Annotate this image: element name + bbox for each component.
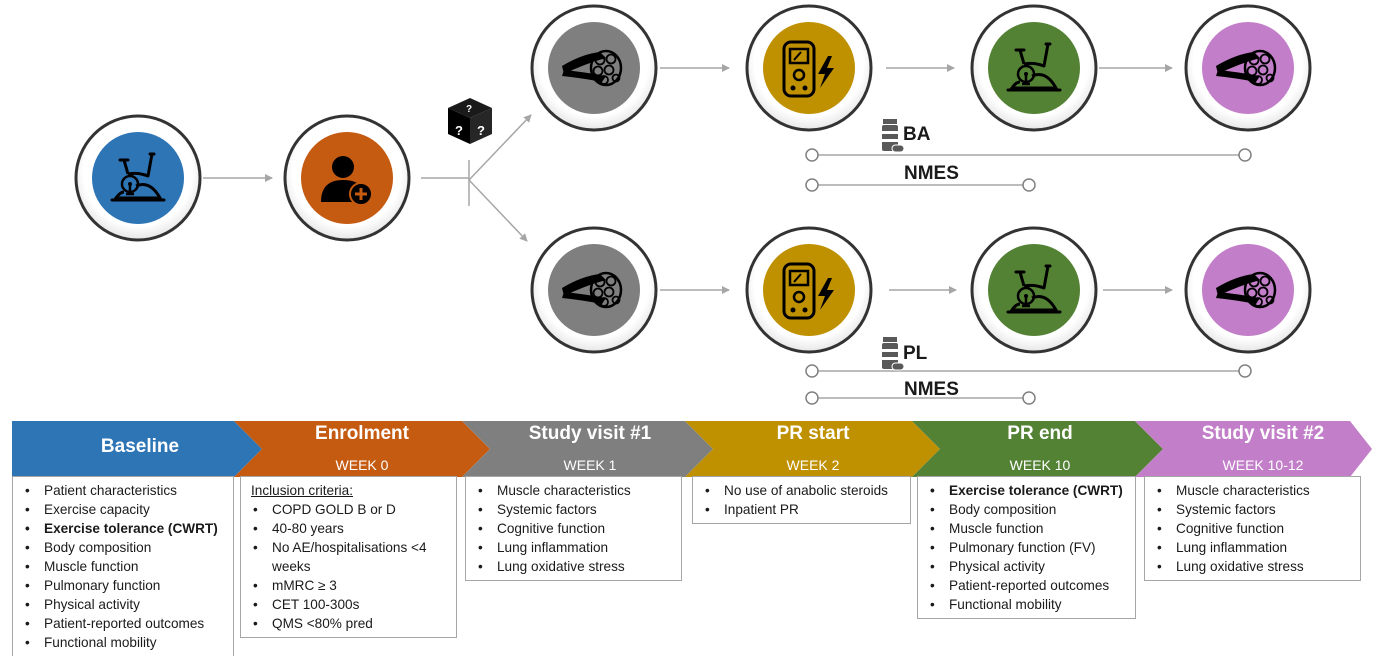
list-item: Cognitive function [1155,519,1354,538]
list-item: COPD GOLD B or D [251,500,450,519]
node-lower-pr-start [745,226,873,354]
timeline-end-dot [1022,178,1036,192]
chevron-study-visit-2 [1135,421,1372,477]
arrow-to-upper-arm [468,114,532,181]
list-item: No AE/hospitalisations <4 weeks [251,538,450,576]
upper-arm-timelines [805,118,1252,192]
list-item: QMS <80% pred [251,614,450,633]
randomisation-dice: ? ? ? [448,98,492,144]
lower-arm-timelines [805,336,1252,405]
node-baseline [74,114,202,242]
list-item: Systemic factors [476,500,675,519]
list-item: Cognitive function [476,519,675,538]
node-lower-pr-end [970,226,1098,354]
list-item: Exercise tolerance (CWRT) [928,481,1129,500]
chevron-enrolment [234,421,490,477]
timeline-chevrons [12,421,1372,477]
chevron-pr-end [912,421,1163,477]
list-item: Physical activity [928,557,1129,576]
stage-week-enrolment: WEEK 0 [335,457,389,473]
stage-title-study-visit-2: Study visit #2 [1201,423,1325,444]
pr-start-details: No use of anabolic steroids Inpatient PR [692,476,911,524]
list-item: Physical activity [23,595,227,614]
timeline-start-dot [805,364,819,378]
pr-end-list: Exercise tolerance (CWRT) Body compositi… [928,481,1129,614]
list-item: Functional mobility [928,595,1129,614]
list-item: Functional mobility [23,633,227,652]
baseline-details: Patient characteristics Exercise capacit… [12,476,234,656]
list-item: CET 100-300s [251,595,450,614]
stage-title-pr-end: PR end [1007,423,1073,444]
list-item: Patient-reported outcomes [928,576,1129,595]
timeline-end-dot [1022,391,1036,405]
flow-arrows [203,64,1173,294]
stage-title-study-visit-1: Study visit #1 [528,423,652,444]
list-item: Muscle characteristics [476,481,675,500]
enrolment-details: Inclusion criteria: COPD GOLD B or D 40-… [240,476,457,638]
pill-bottle-icon [881,118,905,153]
node-upper-pr-end [970,4,1098,132]
placebo-arm-label: PL [903,343,928,364]
stage-title-enrolment: Enrolment [315,423,409,444]
chevron-baseline [12,421,262,477]
chevron-pr-start [685,421,940,477]
list-item: Body composition [23,538,227,557]
timeline-end-dot [1238,148,1252,162]
stage-title-pr-start: PR start [776,423,850,444]
list-item: Inpatient PR [703,500,904,519]
timeline-start-dot [805,391,819,405]
chevron-study-visit-1 [462,421,713,477]
list-item: Muscle function [928,519,1129,538]
node-upper-study-visit-2 [1184,4,1312,132]
list-item: mMRC ≥ 3 [251,576,450,595]
nmes-label: NMES [904,163,959,184]
stage-week-pr-end: WEEK 10 [1009,457,1071,473]
baseline-list: Patient characteristics Exercise capacit… [23,481,227,652]
stage-week-pr-start: WEEK 2 [786,457,840,473]
list-item: Exercise capacity [23,500,227,519]
list-item: Lung inflammation [476,538,675,557]
list-item: Systemic factors [1155,500,1354,519]
study-visit-1-list: Muscle characteristics Systemic factors … [476,481,675,576]
pr-end-details: Exercise tolerance (CWRT) Body compositi… [917,476,1136,619]
enrolment-list: COPD GOLD B or D 40-80 years No AE/hospi… [251,500,450,633]
list-item: Muscle function [23,557,227,576]
list-item: Muscle characteristics [1155,481,1354,500]
svg-text:?: ? [477,123,485,138]
study-visit-2-details: Muscle characteristics Systemic factors … [1144,476,1361,581]
stage-week-study-visit-2: WEEK 10-12 [1222,457,1304,473]
list-item: No use of anabolic steroids [703,481,904,500]
node-lower-study-visit-1 [530,226,658,354]
timeline-end-dot [1238,364,1252,378]
node-upper-pr-start [745,4,873,132]
pill-bottle-icon [881,336,905,371]
list-item: Lung oxidative stress [476,557,675,576]
list-item: 40-80 years [251,519,450,538]
list-item: Exercise tolerance (CWRT) [23,519,227,538]
stage-week-study-visit-1: WEEK 1 [563,457,617,473]
arrow-to-lower-arm [468,179,528,242]
list-item: Lung inflammation [1155,538,1354,557]
list-item: Pulmonary function (FV) [928,538,1129,557]
nmes-label: NMES [904,379,959,400]
drug-arm-label: BA [903,124,931,145]
list-item: Patient characteristics [23,481,227,500]
svg-text:?: ? [466,104,472,115]
node-upper-study-visit-1 [530,4,658,132]
timeline-start-dot [805,178,819,192]
list-item: Patient-reported outcomes [23,614,227,633]
list-item: Lung oxidative stress [1155,557,1354,576]
inclusion-criteria-label: Inclusion criteria: [251,483,353,498]
pr-start-list: No use of anabolic steroids Inpatient PR [703,481,904,519]
study-visit-1-details: Muscle characteristics Systemic factors … [465,476,682,581]
svg-text:?: ? [455,123,463,138]
study-visit-2-list: Muscle characteristics Systemic factors … [1155,481,1354,576]
stage-title-baseline: Baseline [100,436,180,457]
timeline-start-dot [805,148,819,162]
node-enrolment [283,114,411,242]
node-lower-study-visit-2 [1184,226,1312,354]
list-item: Body composition [928,500,1129,519]
list-item: Pulmonary function [23,576,227,595]
